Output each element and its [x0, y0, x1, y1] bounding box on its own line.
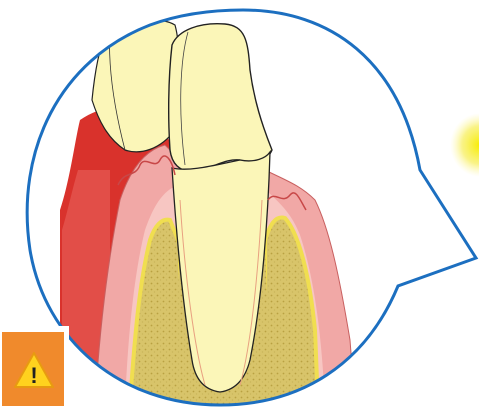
warning-triangle-icon: !: [12, 350, 56, 390]
glow-highlight: [450, 113, 479, 177]
warning-badge: !: [0, 326, 69, 408]
warning-glyph: !: [30, 363, 37, 388]
warning-badge-inner: !: [2, 332, 64, 406]
